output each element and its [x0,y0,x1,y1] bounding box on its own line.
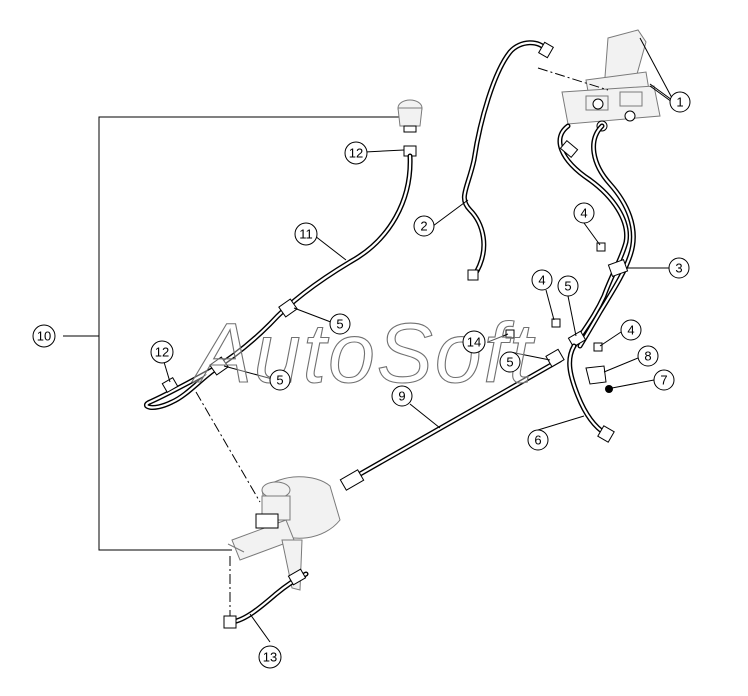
callout-13: 13 [258,645,282,669]
svg-text:5: 5 [564,279,571,294]
svg-text:14: 14 [467,335,481,350]
centerline [195,391,261,503]
svg-text:13: 13 [263,650,277,665]
svg-text:2: 2 [420,219,427,234]
svg-text:4: 4 [580,206,587,221]
svg-text:11: 11 [299,227,313,242]
callout-5b: 5 [329,313,351,335]
assembly-bracket [63,116,400,551]
callout-12a: 12 [344,141,368,165]
callout-9: 9 [391,385,413,407]
svg-text:12: 12 [155,345,169,360]
svg-text:3: 3 [675,261,682,276]
hose-part-2 [461,40,555,281]
svg-text:4: 4 [627,323,634,338]
callout-5d: 5 [499,351,521,373]
hose-part-6 [567,343,615,443]
leader-lines [163,85,673,643]
union-part-14 [505,329,515,339]
hose-part-9 [339,348,565,491]
svg-text:5: 5 [336,317,343,332]
svg-text:5: 5 [506,355,513,370]
callout-4b: 4 [531,269,553,291]
svg-text:6: 6 [534,433,541,448]
callout-8: 8 [637,345,659,367]
callout-7: 7 [653,369,675,391]
svg-text:10: 10 [37,329,51,344]
svg-text:8: 8 [644,349,651,364]
bolt-part-4c [593,342,603,352]
clutch-pedal-assembly [537,29,673,132]
hose-part-3 [557,123,636,349]
callout-4c: 4 [620,319,642,341]
callout-2: 2 [413,215,435,237]
nut-part-7 [605,385,613,393]
svg-text:1: 1 [676,95,683,110]
reservoir-and-hose-11 [143,99,423,410]
svg-text:9: 9 [398,389,405,404]
callout-5a: 5 [557,275,579,297]
small-parts [505,242,613,393]
bolt-part-4b [551,318,561,328]
callout-11: 11 [294,222,318,246]
callout-5c: 5 [269,369,291,391]
watermark-text: AutoSoft [191,306,536,400]
callout-1: 1 [669,91,691,113]
callout-6: 6 [527,429,549,451]
callout-10: 10 [32,324,56,348]
callout-14: 14 [462,330,486,354]
callout-12b: 12 [150,340,174,364]
svg-text:7: 7 [660,373,667,388]
svg-text:4: 4 [538,273,545,288]
svg-text:5: 5 [276,373,283,388]
clip-part-8 [585,365,607,385]
callout-3: 3 [668,257,690,279]
master-cylinder [227,476,341,591]
bolt-part-4 [596,242,606,252]
svg-text:12: 12 [349,146,363,161]
hose-part-13 [223,556,309,629]
callout-4a: 4 [573,202,595,224]
